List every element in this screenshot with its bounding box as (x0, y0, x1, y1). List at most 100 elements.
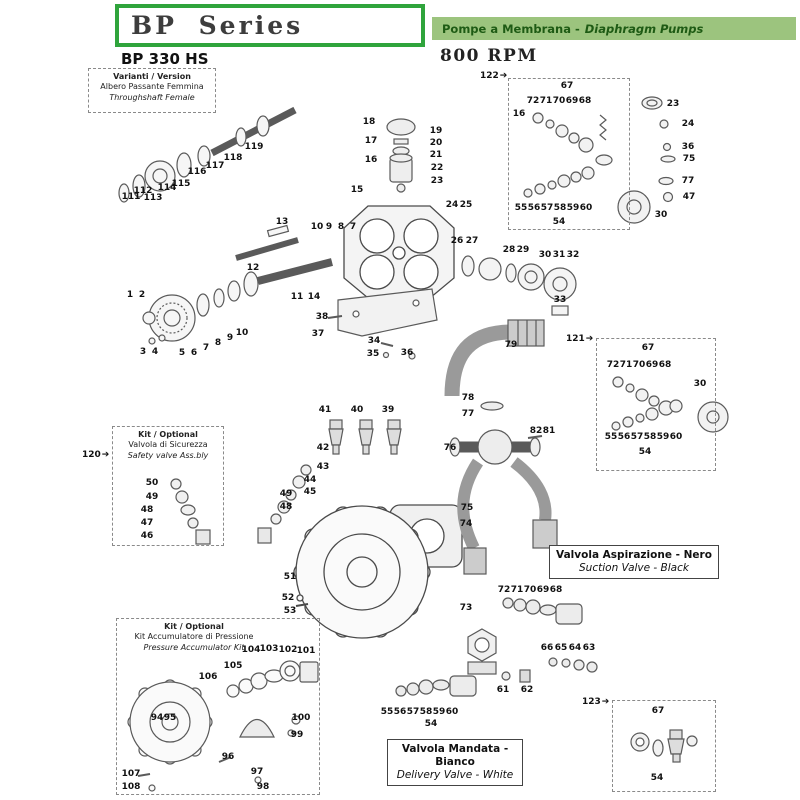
part-callout-119: 119 (244, 142, 264, 152)
part-callout-19: 19 (429, 126, 443, 136)
pump-head-drawing (343, 205, 455, 299)
part-callout-21: 21 (429, 150, 443, 160)
part-callout-40: 40 (350, 405, 364, 415)
accumulator-kit-title: Kit / Optional (164, 622, 224, 631)
part-callout-58: 58 (553, 203, 567, 213)
rpm-label: 800 RPM (440, 46, 538, 66)
safety-valve-cluster-drawing (257, 464, 312, 544)
manifold-drawing (461, 255, 577, 316)
part-callout-13: 13 (275, 217, 289, 227)
part-callout-63: 63 (582, 643, 596, 653)
suction-valve-title-en: Suction Valve - Black (579, 562, 689, 575)
part-callout-14: 14 (307, 292, 321, 302)
part-callout-69: 69 (536, 585, 550, 595)
ref-123: 123➔ (582, 697, 609, 707)
variant-title: Varianti / Version (113, 72, 191, 81)
variant-panel: Varianti / Version Albero Passante Femmi… (88, 68, 216, 113)
part-callout-60: 60 (669, 432, 683, 442)
series-title-box: BP Series (115, 4, 425, 47)
delivery-valve-title-en: Delivery Valve - White (396, 769, 514, 782)
part-callout-62: 62 (520, 685, 534, 695)
kit-122-parts-drawing (523, 112, 613, 198)
delivery-valve-label: Valvola Mandata - Bianco Delivery Valve … (387, 739, 523, 787)
part-callout-115: 115 (171, 179, 191, 189)
accumulator-kit-subtitle-en: Pressure Accumulator Kit (143, 642, 245, 652)
part-callout-105: 105 (223, 661, 243, 671)
part-callout-55: 55 (380, 707, 394, 717)
kit-123-parts-drawing (630, 729, 698, 763)
part-callout-57: 57 (630, 432, 644, 442)
ref-120-number: 120 (82, 450, 101, 460)
part-callout-70: 70 (632, 360, 646, 370)
part-callout-111: 111 (121, 192, 141, 202)
part-callout-31: 31 (552, 250, 566, 260)
suction-valve-title-it: Valvola Aspirazione - Nero (556, 549, 712, 561)
part-callout-77: 77 (461, 409, 475, 419)
part-callout-95: 95 (163, 713, 177, 723)
part-callout-58: 58 (643, 432, 657, 442)
part-callout-82: 82 (529, 426, 543, 436)
part-callout-68: 68 (578, 96, 592, 106)
part-callout-20: 20 (429, 138, 443, 148)
kit-121-parts-drawing (611, 376, 729, 433)
part-callout-24: 24 (681, 119, 695, 129)
part-callout-16: 16 (512, 109, 526, 119)
part-callout-36: 36 (681, 142, 695, 152)
part-callout-33: 33 (553, 295, 567, 305)
part-callout-94: 94 (150, 713, 164, 723)
safety-kit-header: Kit / Optional Valvola di Sicurezza Safe… (113, 427, 223, 461)
safety-kit-title: Kit / Optional (138, 430, 198, 439)
part-callout-81: 81 (542, 426, 556, 436)
part-callout-103: 103 (259, 644, 279, 654)
part-callout-34: 34 (367, 336, 381, 346)
part-callout-54: 54 (650, 773, 664, 783)
part-callout-12: 12 (246, 263, 260, 273)
part-callout-55: 55 (604, 432, 618, 442)
part-callout-118: 118 (223, 153, 243, 163)
product-type-band: Pompe a Membrana - Diaphragm Pumps (432, 17, 796, 40)
part-callout-69: 69 (645, 360, 659, 370)
part-callout-70: 70 (523, 585, 537, 595)
delivery-valve-title-it: Valvola Mandata - Bianco (401, 743, 509, 769)
part-callout-48: 48 (140, 505, 154, 515)
part-callout-29: 29 (516, 245, 530, 255)
delivery-valve-parts-drawing (395, 675, 477, 697)
part-callout-11: 11 (290, 292, 304, 302)
suction-valve-label: Valvola Aspirazione - Nero Suction Valve… (549, 545, 719, 580)
part-callout-30: 30 (693, 379, 707, 389)
part-callout-67: 67 (651, 706, 665, 716)
right-arrow-icon: ➔ (585, 334, 594, 344)
right-arrow-icon: ➔ (101, 450, 110, 460)
part-callout-42: 42 (316, 443, 330, 453)
part-callout-55: 55 (514, 203, 528, 213)
part-callout-58: 58 (419, 707, 433, 717)
part-callout-56: 56 (617, 432, 631, 442)
part-callout-71: 71 (619, 360, 633, 370)
hose-assembly-drawing (444, 319, 558, 575)
part-callout-45: 45 (303, 487, 317, 497)
bracket-drawing (327, 288, 438, 360)
part-callout-2: 2 (138, 290, 146, 300)
part-callout-47: 47 (682, 192, 696, 202)
part-callout-68: 68 (658, 360, 672, 370)
part-callout-101: 101 (296, 646, 316, 656)
pump-body-drawing (293, 504, 463, 639)
part-callout-10: 10 (310, 222, 324, 232)
part-callout-112: 112 (133, 186, 153, 196)
safety-kit-subtitle-it: Valvola di Sicurezza (128, 440, 208, 450)
part-callout-38: 38 (315, 312, 329, 322)
part-callout-71: 71 (510, 585, 524, 595)
variant-subtitle-en: Throughshaft Female (109, 92, 195, 102)
part-callout-100: 100 (291, 713, 311, 723)
variant-shaft-drawing (118, 106, 297, 203)
part-callout-67: 67 (560, 81, 574, 91)
right-arrow-icon: ➔ (499, 71, 508, 81)
part-callout-67: 67 (641, 343, 655, 353)
part-callout-54: 54 (424, 719, 438, 729)
part-callout-3: 3 (139, 347, 147, 357)
part-callout-64: 64 (568, 643, 582, 653)
part-callout-73: 73 (459, 603, 473, 613)
part-callout-27: 27 (465, 236, 479, 246)
part-callout-7: 7 (349, 222, 357, 232)
ref-122-number: 122 (480, 71, 499, 81)
